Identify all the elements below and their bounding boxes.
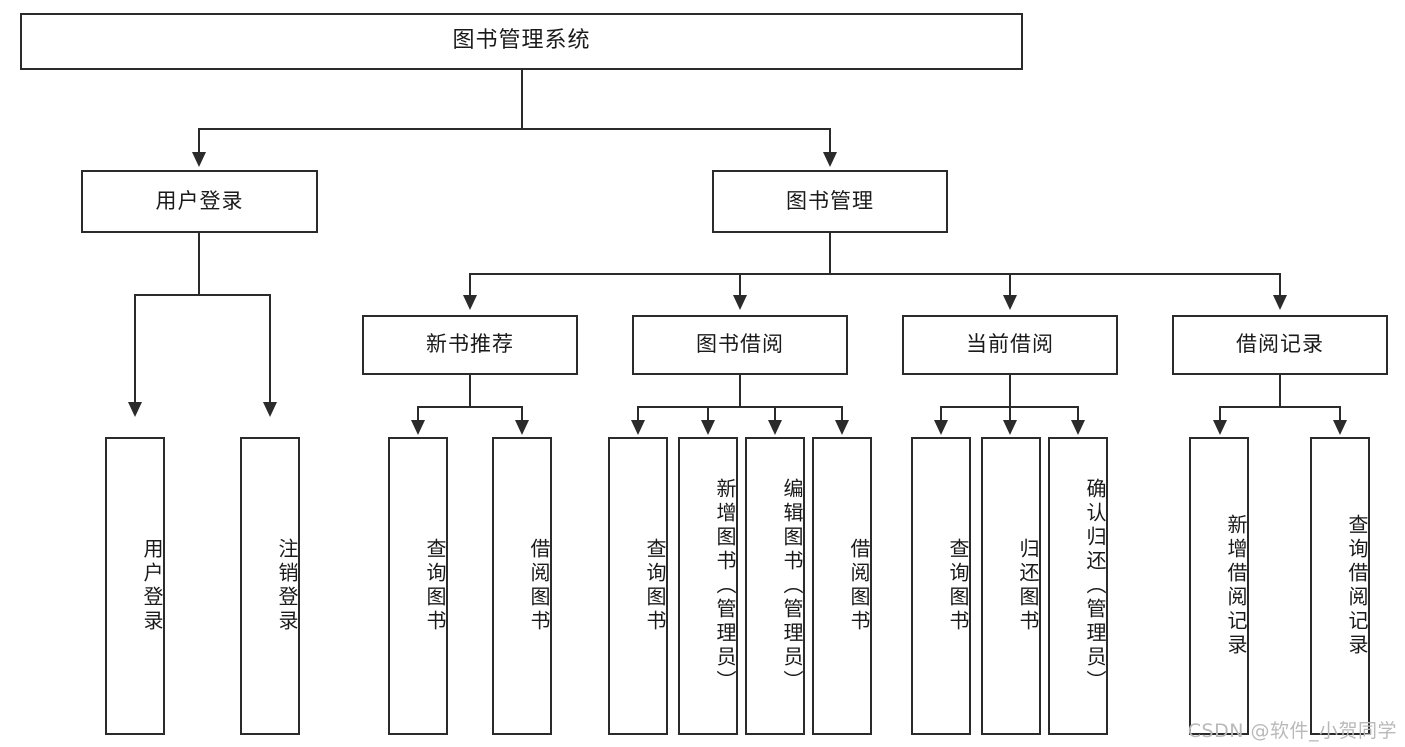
node-label: 图书管理 bbox=[786, 188, 874, 213]
leaf-label: 归还图书 bbox=[1016, 538, 1040, 634]
connector-root-stem bbox=[521, 70, 523, 129]
watermark: CSDN @软件_小贺同学 bbox=[1187, 720, 1397, 742]
connector-drop-leaf-cb-2 bbox=[1009, 406, 1011, 422]
connector-drop-borrow-record bbox=[1279, 273, 1281, 297]
leaf-current-borrow-confirm-return-admin[interactable]: 确认归还（管理员） bbox=[1048, 437, 1108, 735]
node-label: 用户登录 bbox=[155, 188, 244, 213]
arrow-leaf-bb-3 bbox=[768, 420, 782, 435]
node-user-login[interactable]: 用户登录 bbox=[81, 170, 318, 233]
arrow-new-book-recommend bbox=[463, 295, 477, 310]
connector-drop-leaf-bb-4 bbox=[841, 406, 843, 422]
connector-drop-leaf-bb-3 bbox=[774, 406, 776, 422]
leaf-user-login-logout[interactable]: 注销登录 bbox=[240, 437, 300, 735]
connector-drop-leaf-user-login-2 bbox=[269, 294, 271, 404]
arrow-book-management bbox=[823, 152, 837, 167]
leaf-label: 新增图书（管理员） bbox=[713, 478, 737, 694]
arrow-leaf-bb-2 bbox=[701, 420, 715, 435]
node-current-borrow[interactable]: 当前借阅 bbox=[902, 315, 1118, 375]
connector-drop-leaf-cb-3 bbox=[1077, 406, 1079, 422]
connector-drop-leaf-nbr-1 bbox=[417, 406, 419, 422]
leaf-label: 注销登录 bbox=[275, 538, 299, 634]
connector-drop-leaf-bb-1 bbox=[637, 406, 639, 422]
arrow-borrow-record bbox=[1273, 295, 1287, 310]
node-label: 新书推荐 bbox=[426, 332, 514, 357]
connector-drop-book-management bbox=[829, 128, 831, 154]
connector-drop-leaf-cb-1 bbox=[940, 406, 942, 422]
arrow-book-borrow bbox=[733, 295, 747, 310]
node-book-borrow[interactable]: 图书借阅 bbox=[632, 315, 848, 375]
node-label: 图书管理系统 bbox=[452, 28, 591, 54]
leaf-borrow-record-query-record[interactable]: 查询借阅记录 bbox=[1310, 437, 1370, 735]
leaf-label: 查询借阅记录 bbox=[1345, 514, 1369, 658]
connector-drop-leaf-br-1 bbox=[1219, 406, 1221, 422]
leaf-label: 借阅图书 bbox=[527, 538, 551, 634]
connector-borrow-record-stem bbox=[1279, 375, 1281, 407]
connector-borrow-record-bus bbox=[1219, 406, 1341, 408]
node-root-book-management-system[interactable]: 图书管理系统 bbox=[20, 13, 1023, 70]
connector-user-login-stem bbox=[198, 233, 200, 295]
connector-drop-current-borrow bbox=[1009, 273, 1011, 297]
arrow-leaf-br-1 bbox=[1213, 420, 1227, 435]
leaf-current-borrow-return-book[interactable]: 归还图书 bbox=[981, 437, 1041, 735]
connector-drop-leaf-nbr-2 bbox=[521, 406, 523, 422]
leaf-new-book-recommend-borrow-book[interactable]: 借阅图书 bbox=[492, 437, 552, 735]
arrow-user-login bbox=[192, 152, 206, 167]
node-label: 当前借阅 bbox=[966, 332, 1054, 357]
leaf-book-borrow-add-book-admin[interactable]: 新增图书（管理员） bbox=[678, 437, 738, 735]
arrow-leaf-user-login-2 bbox=[263, 402, 277, 417]
arrow-leaf-cb-3 bbox=[1071, 420, 1085, 435]
connector-drop-new-book-recommend bbox=[469, 273, 471, 297]
leaf-label: 查询图书 bbox=[423, 538, 447, 634]
connector-book-management-stem bbox=[829, 233, 831, 274]
node-book-management[interactable]: 图书管理 bbox=[712, 170, 948, 233]
leaf-label: 查询图书 bbox=[946, 538, 970, 634]
connector-book-borrow-stem bbox=[739, 375, 741, 407]
connector-new-book-recommend-bus bbox=[417, 406, 523, 408]
leaf-label: 用户登录 bbox=[140, 538, 164, 634]
connector-user-login-bus bbox=[134, 294, 270, 296]
connector-level3-bus bbox=[469, 273, 1281, 275]
arrow-leaf-bb-1 bbox=[631, 420, 645, 435]
leaf-label: 借阅图书 bbox=[847, 538, 871, 634]
connector-drop-leaf-bb-2 bbox=[707, 406, 709, 422]
leaf-book-borrow-query-book[interactable]: 查询图书 bbox=[608, 437, 668, 735]
connector-current-borrow-stem bbox=[1009, 375, 1011, 407]
node-new-book-recommend[interactable]: 新书推荐 bbox=[362, 315, 578, 375]
arrow-leaf-user-login-1 bbox=[128, 402, 142, 417]
arrow-leaf-br-2 bbox=[1333, 420, 1347, 435]
connector-drop-leaf-br-2 bbox=[1339, 406, 1341, 422]
leaf-book-borrow-edit-book-admin[interactable]: 编辑图书（管理员） bbox=[745, 437, 805, 735]
leaf-borrow-record-add-record[interactable]: 新增借阅记录 bbox=[1189, 437, 1249, 735]
leaf-user-login-user-login[interactable]: 用户登录 bbox=[105, 437, 165, 735]
connector-drop-leaf-user-login-1 bbox=[134, 294, 136, 404]
connector-drop-book-borrow bbox=[739, 273, 741, 297]
node-label: 借阅记录 bbox=[1236, 332, 1324, 357]
arrow-leaf-nbr-2 bbox=[515, 420, 529, 435]
leaf-label: 确认归还（管理员） bbox=[1083, 478, 1107, 694]
arrow-leaf-cb-1 bbox=[934, 420, 948, 435]
leaf-label: 新增借阅记录 bbox=[1224, 514, 1248, 658]
arrow-current-borrow bbox=[1003, 295, 1017, 310]
arrow-leaf-cb-2 bbox=[1003, 420, 1017, 435]
leaf-new-book-recommend-query-book[interactable]: 查询图书 bbox=[388, 437, 448, 735]
connector-root-bus bbox=[198, 128, 831, 130]
connector-book-borrow-bus bbox=[637, 406, 843, 408]
leaf-label: 编辑图书（管理员） bbox=[780, 478, 804, 694]
connector-drop-user-login bbox=[198, 128, 200, 154]
connector-new-book-recommend-stem bbox=[469, 375, 471, 407]
leaf-label: 查询图书 bbox=[643, 538, 667, 634]
leaf-book-borrow-borrow-book[interactable]: 借阅图书 bbox=[812, 437, 872, 735]
node-label: 图书借阅 bbox=[696, 332, 784, 357]
node-borrow-record[interactable]: 借阅记录 bbox=[1172, 315, 1388, 375]
leaf-current-borrow-query-book[interactable]: 查询图书 bbox=[911, 437, 971, 735]
arrow-leaf-nbr-1 bbox=[411, 420, 425, 435]
arrow-leaf-bb-4 bbox=[835, 420, 849, 435]
